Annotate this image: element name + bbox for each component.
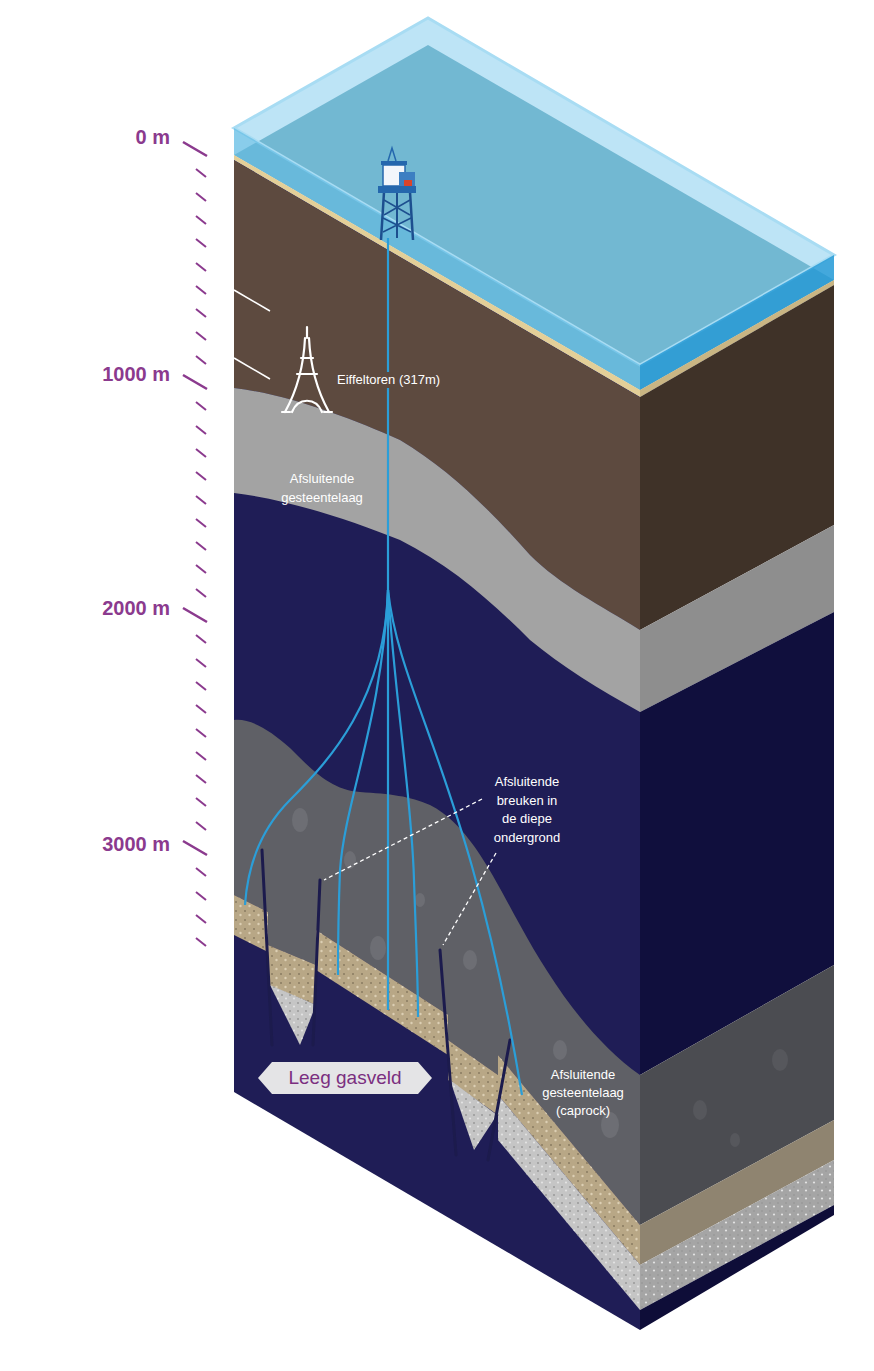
rock-pebble xyxy=(370,936,386,960)
leader-line xyxy=(443,853,496,945)
well-branch xyxy=(387,590,389,1010)
tower-antenna xyxy=(306,327,308,338)
tower-platform xyxy=(297,373,317,375)
layer-label: Afsluitende gesteentelaag (caprock) xyxy=(533,1066,633,1120)
fault-line xyxy=(488,1040,510,1160)
well-shaft xyxy=(387,238,389,590)
tag-shape xyxy=(258,1062,432,1094)
platform-leg xyxy=(396,192,398,238)
depth-label: 1000 m xyxy=(102,362,170,386)
label-holder: Eiffeltoren (317m) xyxy=(334,372,443,388)
fault-label: Afsluitende breuken in de diepe ondergro… xyxy=(490,773,564,847)
rock-pebble xyxy=(693,1100,707,1120)
label-holder: Afsluitende gesteentelaag (caprock) xyxy=(533,1066,633,1120)
deep-rock xyxy=(640,1205,834,1330)
height-marker xyxy=(234,358,270,379)
well-branch xyxy=(338,590,388,975)
rock-pebble xyxy=(292,808,308,832)
label-holder: 3000 m xyxy=(102,832,170,856)
production-platform xyxy=(378,148,416,240)
deep-rock xyxy=(234,150,640,1340)
base-texture xyxy=(498,1095,640,1310)
tower-base xyxy=(282,411,332,413)
sand-texture xyxy=(316,930,448,1055)
platform-derrick xyxy=(388,148,396,161)
platform-roof xyxy=(381,161,407,165)
fault-line xyxy=(313,880,320,1045)
platform-leg xyxy=(381,192,384,240)
depth-label: 0 m xyxy=(136,125,170,149)
well-branch xyxy=(388,590,418,1017)
rock-pebble xyxy=(463,950,477,970)
sand-texture xyxy=(234,895,268,952)
fault-line xyxy=(262,850,272,1045)
rock-pebble xyxy=(553,1040,567,1060)
wells xyxy=(245,238,522,1095)
label-holder: 1000 m xyxy=(102,362,170,386)
leader-line xyxy=(324,799,482,880)
platform-equipment xyxy=(404,180,412,186)
sealing-layer xyxy=(234,388,640,712)
base-texture xyxy=(450,1080,497,1150)
tower-arch xyxy=(292,401,322,412)
tower-platform xyxy=(301,357,313,359)
field-tag: Leeg gasveld xyxy=(258,1062,432,1094)
base-rock xyxy=(270,985,316,1045)
base-texture xyxy=(270,985,316,1045)
label-holder: Afsluitende gesteentelaag xyxy=(267,469,377,507)
eiffel-tower-icon xyxy=(282,327,332,412)
base-rock xyxy=(640,1160,834,1310)
platform-deck xyxy=(378,186,416,193)
fault-lines xyxy=(262,850,510,1160)
platform-brace xyxy=(383,200,411,232)
depth-label: 3000 m xyxy=(102,832,170,856)
platform-module xyxy=(399,172,415,186)
platform-leg xyxy=(410,192,413,240)
rock-pebble xyxy=(772,1049,788,1071)
base-rock xyxy=(450,1080,497,1150)
front-face xyxy=(234,150,640,1340)
side-face xyxy=(640,285,834,1330)
height-marker xyxy=(234,290,270,311)
layer-label: Afsluitende gesteentelaag xyxy=(267,469,377,507)
field-name: Leeg gasveld xyxy=(288,1067,401,1089)
base-texture xyxy=(640,1160,834,1310)
base-rock xyxy=(498,1095,640,1310)
scale-minor-ticks xyxy=(196,169,206,946)
reservoir-sand xyxy=(234,895,268,952)
depth-label: 2000 m xyxy=(102,596,170,620)
label-holder: 2000 m xyxy=(102,596,170,620)
label-holder: Afsluitende breuken in de diepe ondergro… xyxy=(490,773,564,847)
reservoir-sand xyxy=(316,930,448,1055)
label-holder: 0 m xyxy=(136,125,170,149)
landmark-label: Eiffeltoren (317m) xyxy=(334,372,443,388)
leader-lines xyxy=(324,799,496,945)
scale-major-ticks xyxy=(183,142,207,855)
rock-pebble xyxy=(730,1133,740,1147)
fault-line xyxy=(440,950,456,1155)
rock-pebble xyxy=(415,893,425,907)
reservoir-blocks xyxy=(234,895,640,1310)
